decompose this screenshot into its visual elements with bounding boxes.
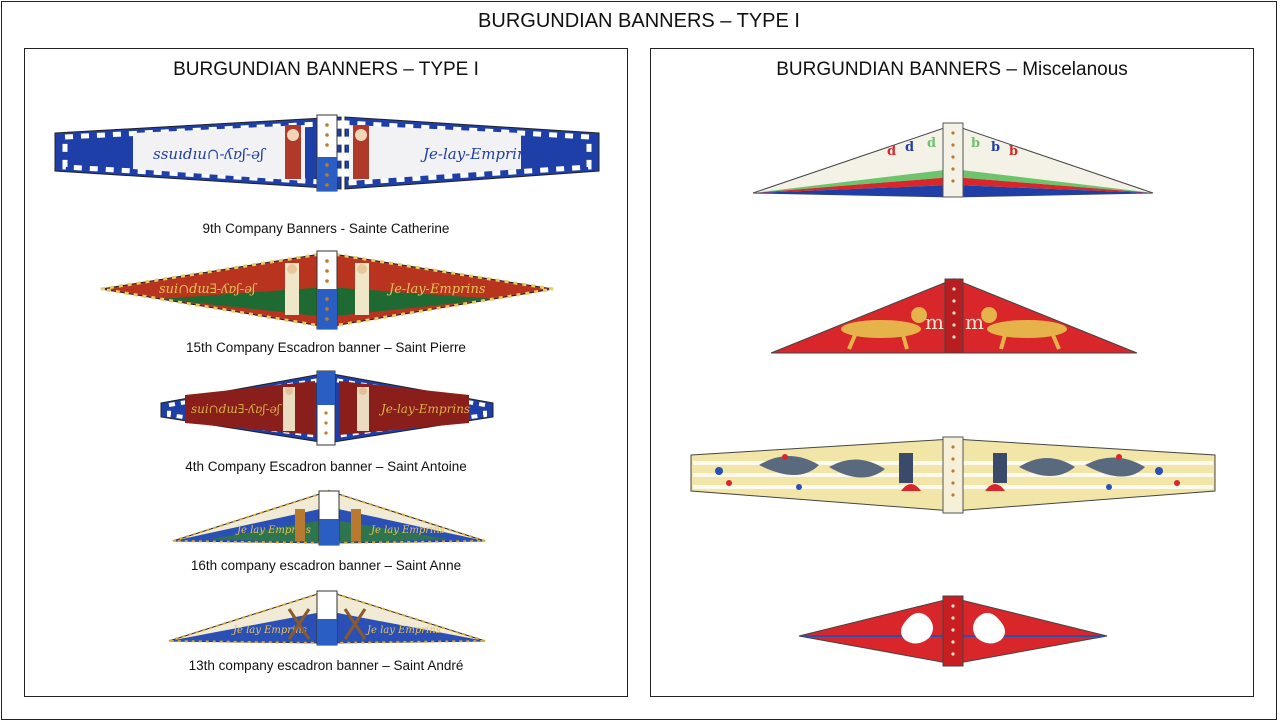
svg-text:b: b [991,140,1000,155]
red-lion-banner: m m [770,278,1138,354]
svg-text:sui∩dɯ∃-ʎɐʃ-əʃ: sui∩dɯ∃-ʎɐʃ-əʃ [191,402,283,416]
banner-caption: 15th Company Escadron banner – Saint Pie… [186,340,466,355]
miscellaneous-panel: BURGUNDIAN BANNERS – Miscelanous d d d b… [650,48,1254,697]
white-beast-banner [798,595,1108,667]
panel-title: BURGUNDIAN BANNERS – Miscelanous [776,59,1128,80]
svg-text:m: m [965,310,984,334]
svg-text:b: b [971,136,980,151]
svg-text:d: d [927,136,936,151]
svg-text:Je lay Emprins: Je lay Emprins [231,625,307,636]
panel-title: BURGUNDIAN BANNERS – TYPE I [173,59,479,80]
banner-caption: 9th Company Banners - Sainte Catherine [202,221,450,236]
svg-text:Je lay Emprins: Je lay Emprins [365,625,441,636]
svg-text:b: b [1009,144,1018,159]
svg-text:Je lay Emprins: Je lay Emprins [369,525,445,536]
striped-white-banner: d d d b b b [752,122,1154,198]
banner-caption: 4th Company Escadron banner – Saint Anto… [185,459,467,474]
banner-caption: 16th company escadron banner – Saint Ann… [190,558,462,573]
svg-text:m: m [925,310,944,334]
svg-text:Je-lay-Emprins: Je-lay-Emprins [378,402,470,416]
saint-andre-banner: Je lay Emprins Je lay Emprins [168,589,486,646]
dragon-banner [690,436,1216,514]
svg-text:sui∩dɯ∃-ʎɐʃ-əʃ: sui∩dɯ∃-ʎɐʃ-əʃ [159,282,258,297]
sainte-catherine-banner: ssuıdıu∩-ʎɐʃ-əʃ Je-lay-Emprins [54,114,600,192]
type-one-panel: BURGUNDIAN BANNERS – TYPE I ssuıdıu∩-ʎɐʃ… [24,48,628,697]
svg-text:d: d [905,140,914,155]
svg-text:Je lay Emprins: Je lay Emprins [235,525,311,536]
saint-pierre-banner: sui∩dɯ∃-ʎɐʃ-əʃ Je-lay-Emprins [100,250,554,330]
saint-antoine-banner: sui∩dɯ∃-ʎɐʃ-əʃ Je-lay-Emprins [160,370,494,446]
banner-caption: 13th company escadron banner – Saint And… [188,658,464,673]
svg-text:Je-lay-Emprins: Je-lay-Emprins [420,145,535,163]
svg-text:d: d [887,144,896,159]
svg-text:Je-lay-Emprins: Je-lay-Emprins [386,282,486,297]
page-title: BURGUNDIAN BANNERS – TYPE I [478,10,800,32]
saint-anne-banner: Je lay Emprins Je lay Emprins [172,489,486,546]
svg-text:ssuıdıu∩-ʎɐʃ-əʃ: ssuıdıu∩-ʎɐʃ-əʃ [153,145,267,163]
